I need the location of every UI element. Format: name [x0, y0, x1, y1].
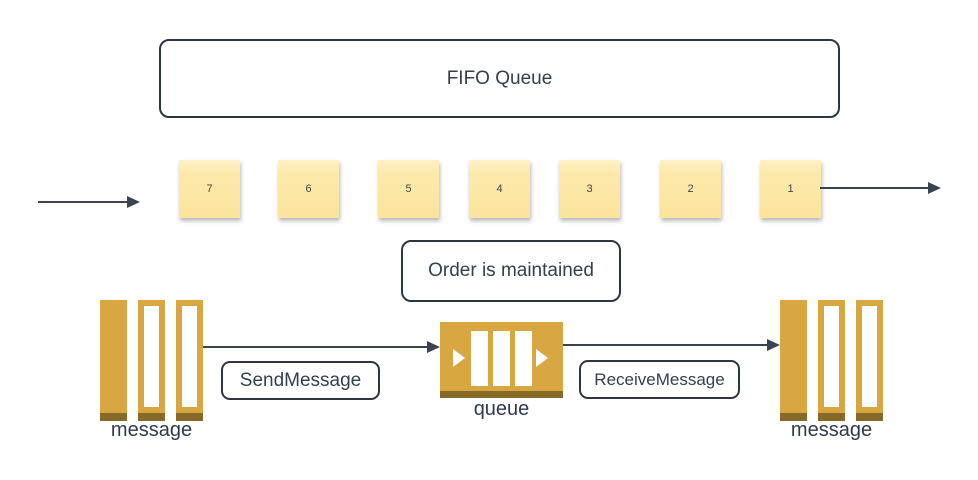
- note-number: 3: [586, 183, 593, 195]
- outgoing-arrow-line: [820, 187, 928, 189]
- message-icon: [780, 300, 883, 421]
- receive-message-box: ReceiveMessage: [579, 360, 740, 399]
- note-number: 4: [496, 183, 503, 195]
- sticky-note-6: 6: [278, 160, 339, 218]
- sticky-note-7: 7: [179, 160, 240, 218]
- queue-left-triangle-icon: [453, 349, 465, 367]
- sticky-note-3: 3: [559, 160, 620, 218]
- note-number: 7: [206, 183, 213, 195]
- incoming-arrow-head-icon: [127, 196, 140, 208]
- queue-icon-base: [440, 391, 563, 398]
- note-number: 1: [787, 183, 794, 195]
- order-maintained-label: Order is maintained: [428, 260, 594, 281]
- incoming-arrow-line: [38, 201, 127, 203]
- note-number: 5: [405, 183, 412, 195]
- send-arrow-line: [203, 346, 427, 348]
- message-consumer-label: message: [790, 419, 873, 441]
- message-producer-label: message: [110, 419, 193, 441]
- message-icon: [100, 300, 203, 421]
- receive-arrow-line: [563, 344, 767, 346]
- send-message-label: SendMessage: [239, 369, 362, 391]
- send-arrow-head-icon: [427, 341, 440, 353]
- fifo-queue-box: FIFO Queue: [159, 39, 840, 118]
- sticky-note-4: 4: [469, 160, 530, 218]
- note-number: 6: [305, 183, 312, 195]
- note-number: 2: [687, 183, 694, 195]
- sticky-note-2: 2: [660, 160, 721, 218]
- message-bar-hollow: [818, 300, 845, 421]
- queue-label: queue: [473, 398, 530, 420]
- message-bar-hollow: [138, 300, 165, 421]
- receive-message-label: ReceiveMessage: [594, 369, 725, 389]
- fifo-queue-label: FIFO Queue: [446, 67, 553, 89]
- queue-slot-bar: [515, 331, 532, 386]
- message-bar-hollow: [856, 300, 883, 421]
- receive-arrow-head-icon: [767, 339, 780, 351]
- queue-slot-bar: [471, 331, 488, 386]
- sticky-note-5: 5: [378, 160, 439, 218]
- message-bar-hollow: [176, 300, 203, 421]
- message-bar-solid: [780, 300, 807, 421]
- sticky-note-1: 1: [760, 160, 821, 218]
- message-bar-solid: [100, 300, 127, 421]
- queue-icon: [440, 322, 563, 398]
- queue-slot-bar: [493, 331, 510, 386]
- order-maintained-box: Order is maintained: [401, 240, 621, 302]
- send-message-box: SendMessage: [221, 361, 380, 400]
- outgoing-arrow-head-icon: [928, 182, 941, 194]
- queue-right-triangle-icon: [536, 349, 548, 367]
